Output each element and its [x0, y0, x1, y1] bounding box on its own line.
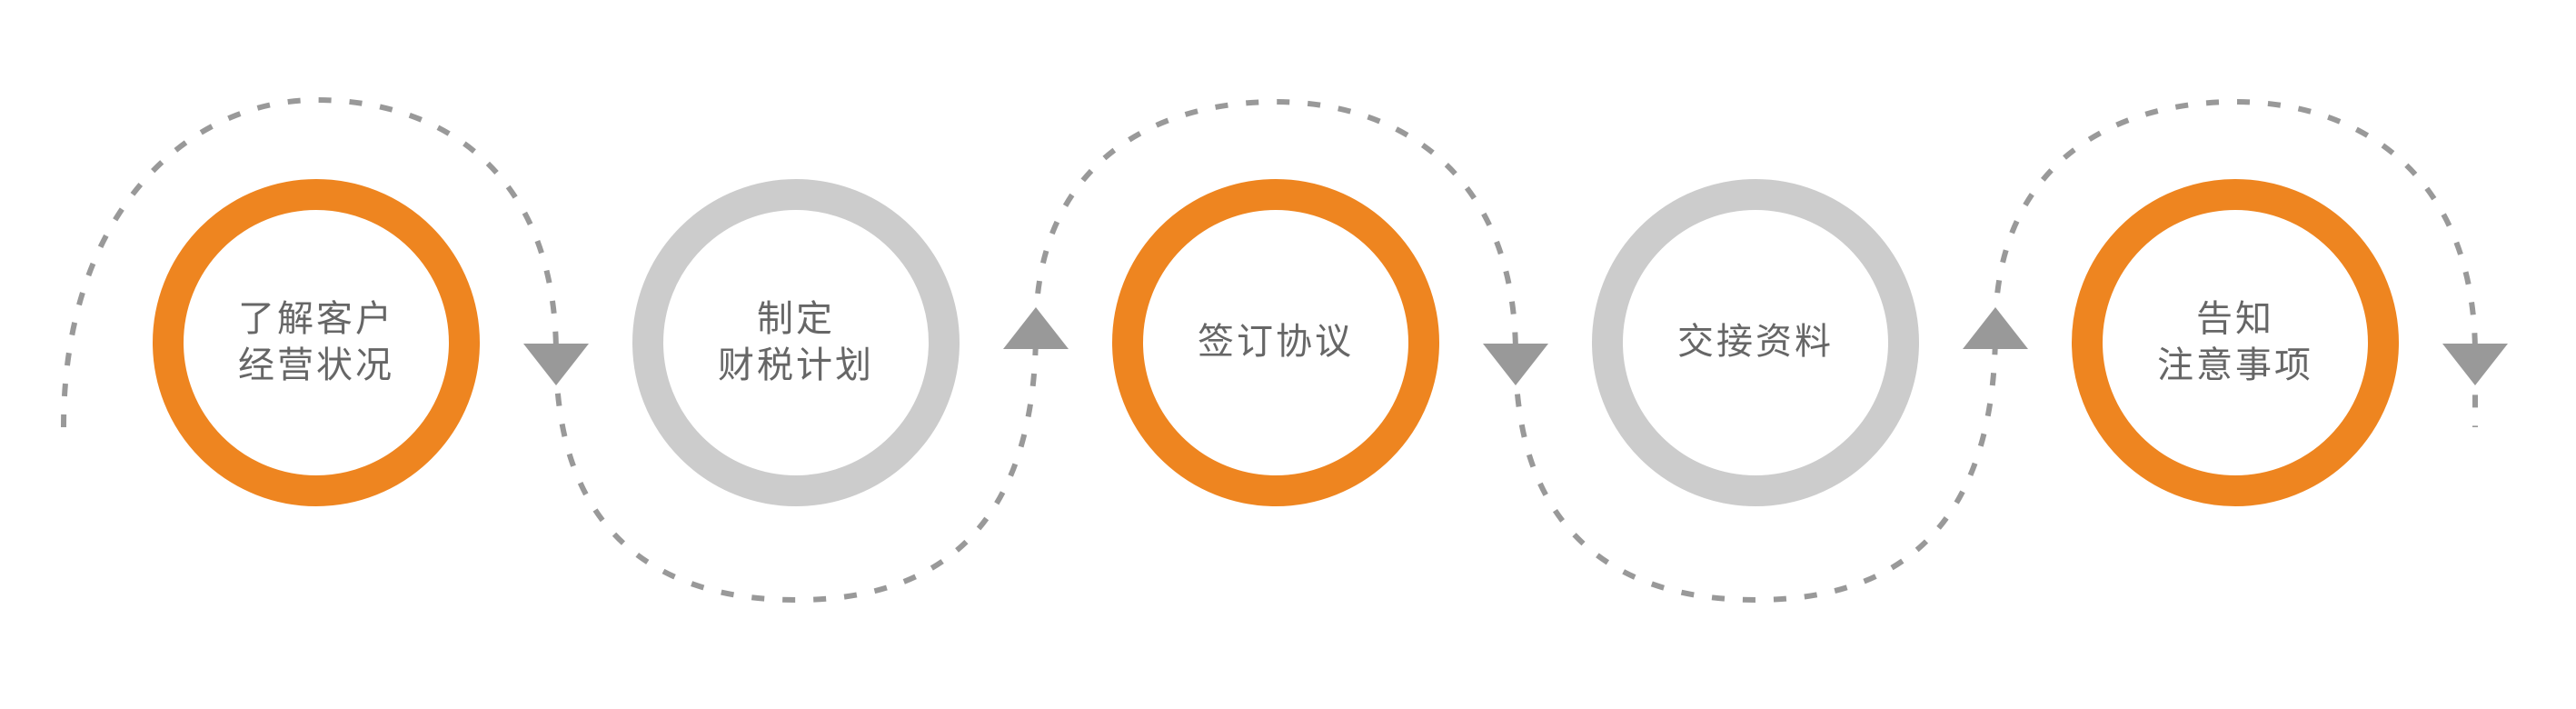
step-label-2: 制定 财税计划 [718, 298, 874, 385]
dashed-connector-path [61, 96, 2478, 604]
arrowhead-down-1 [523, 344, 589, 385]
step-node-1[interactable]: 了解客户 经营状况 [153, 179, 480, 506]
arrowhead-down-5 [2442, 344, 2508, 385]
step-node-4[interactable]: 交接资料 [1592, 179, 1919, 506]
arrowhead-down-3 [1483, 344, 1548, 385]
step-node-3[interactable]: 签订协议 [1112, 179, 1439, 506]
step-label-4: 交接资料 [1677, 322, 1834, 363]
arrowheads-layer [523, 307, 2508, 385]
step-label-1: 了解客户 经营状况 [238, 298, 394, 385]
arrowhead-up-2 [1003, 307, 1069, 349]
step-node-2[interactable]: 制定 财税计划 [632, 179, 960, 506]
step-label-3: 签订协议 [1198, 322, 1354, 363]
step-node-5[interactable]: 告知 注意事项 [2072, 179, 2399, 506]
arrowhead-up-4 [1963, 307, 2028, 349]
step-label-5: 告知 注意事项 [2157, 298, 2313, 385]
